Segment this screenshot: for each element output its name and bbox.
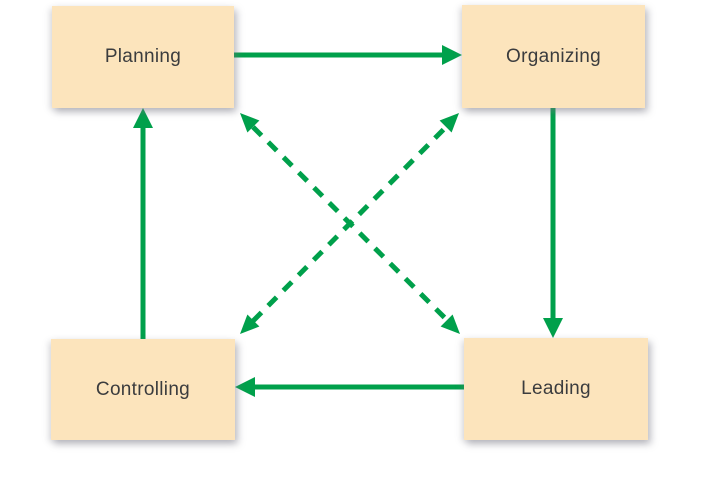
arrow-controlling-organizing-head-lower bbox=[240, 314, 260, 334]
arrow-controlling-to-planning-head bbox=[133, 108, 153, 128]
arrow-planning-to-organizing bbox=[234, 45, 462, 65]
node-controlling-label: Controlling bbox=[95, 378, 191, 400]
arrow-controlling-organizing-dashed bbox=[240, 113, 459, 334]
node-controlling: Controlling bbox=[51, 339, 235, 440]
arrow-controlling-organizing-shaft bbox=[251, 125, 448, 323]
node-leading-label: Leading bbox=[521, 378, 591, 399]
node-organizing-label: Organizing bbox=[506, 45, 601, 67]
arrow-planning-to-organizing-head bbox=[442, 45, 462, 65]
node-leading: Leading bbox=[464, 338, 648, 440]
node-planning: Planning bbox=[52, 6, 234, 108]
arrow-leading-to-controlling bbox=[235, 377, 464, 397]
arrow-planning-leading-head-upper bbox=[240, 113, 260, 133]
arrow-controlling-to-planning bbox=[133, 108, 153, 339]
arrow-organizing-to-leading-head bbox=[543, 318, 563, 338]
arrow-controlling-organizing-head-upper bbox=[439, 113, 459, 133]
node-planning-label: Planning bbox=[104, 46, 182, 67]
node-organizing: Organizing bbox=[462, 5, 645, 108]
arrow-organizing-to-leading bbox=[543, 108, 563, 338]
arrow-planning-leading-head-lower bbox=[440, 314, 460, 334]
arrow-leading-to-controlling-head bbox=[235, 377, 255, 397]
